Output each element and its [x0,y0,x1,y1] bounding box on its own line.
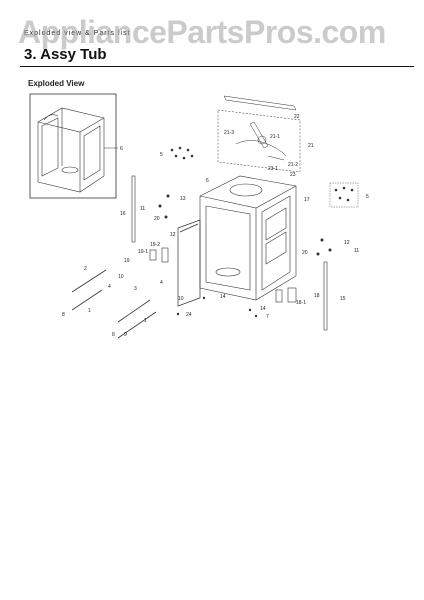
callout-10b: 10 [178,296,184,302]
screws-right [334,186,354,202]
callout-7: 7 [266,314,269,320]
callout-2: 2 [84,266,87,272]
callout-20-right: 20 [302,250,308,256]
callout-3: 3 [134,286,137,292]
callout-24: 24 [186,312,192,318]
callout-1: 1 [88,308,91,314]
callout-13-left: 13 [180,196,186,202]
callout-inset-6: 6 [120,146,123,152]
callout-1b: 1 [144,318,147,324]
callout-15: 15 [340,296,346,302]
spray-arm-assembly [217,95,301,173]
bracket-18 [275,287,297,303]
bracket-19 [149,247,169,263]
callout-8: 8 [62,312,65,318]
callout-19-1: 19-1 [138,249,148,255]
callout-20-left: 20 [154,216,160,222]
callout-8b: 8 [112,332,115,338]
section-label: Exploded view & Parts list [24,30,131,37]
front-frame [177,219,201,307]
screws-left [170,146,194,160]
callout-4: 4 [108,284,111,290]
page-title: 3. Assy Tub [24,46,107,63]
callout-19: 19 [124,258,130,264]
callout-11-left: 11 [140,206,145,212]
callout-12-right: 12 [344,240,350,246]
callout-18-1: 18-1 [296,300,306,306]
callout-21-1: 21-1 [270,134,280,140]
callout-9: 9 [124,332,127,338]
title-divider [20,66,414,67]
callout-23: 23 [290,172,296,178]
fasteners-left [158,194,170,219]
callout-11-right: 11 [354,248,359,254]
section-subtitle: Exploded View [28,79,85,88]
callout-4b: 4 [160,280,163,286]
main-tub [199,175,297,301]
callout-23-1: 23-1 [268,166,278,172]
callout-10: 10 [118,274,124,280]
callout-6-mid: 6 [206,178,209,184]
fasteners-right [316,238,332,256]
callout-12-left: 12 [170,232,176,238]
callout-14b: 14 [260,306,266,312]
fasteners-bottom [176,296,258,318]
callout-17: 17 [304,197,310,203]
callout-19-2: 19-2 [150,242,160,248]
callout-21-3: 21-3 [224,130,234,136]
inset-tub-view: 6 [29,93,123,199]
right-rail [323,261,328,331]
rods-left [71,269,157,339]
callout-5-left: 5 [160,152,163,158]
callout-14: 14 [220,294,226,300]
callout-18: 18 [314,293,320,299]
callout-22: 22 [294,114,300,120]
left-rail [131,175,136,243]
callout-16: 16 [120,211,126,217]
callout-21: 21 [308,143,314,149]
callout-5-right: 5 [366,194,369,200]
callout-21-2: 21-2 [288,162,298,168]
watermark: AppliancePartsPros.com [18,14,386,50]
